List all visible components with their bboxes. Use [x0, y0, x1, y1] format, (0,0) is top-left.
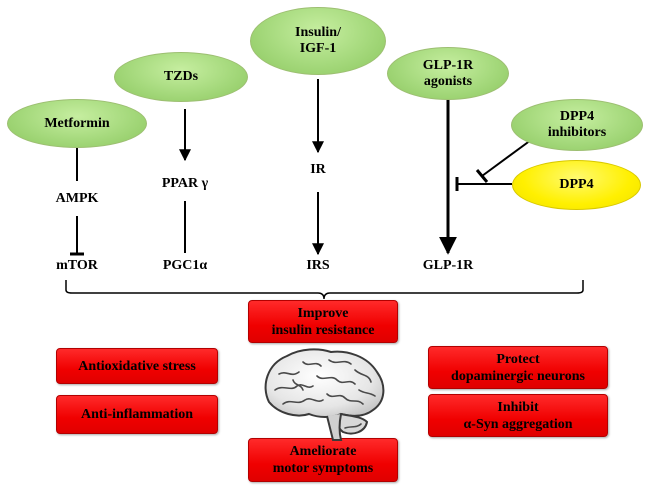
inhibit-syn-label: Inhibit α-Syn aggregation	[463, 399, 573, 432]
protect-neurons-label: Protect dopaminergic neurons	[451, 351, 585, 384]
protect-neurons-box: Protect dopaminergic neurons	[428, 346, 608, 389]
tzds-label: TZDs	[163, 69, 199, 84]
anti-inflammation-label: Anti-inflammation	[81, 407, 193, 422]
irs-label: IRS	[306, 258, 330, 273]
antioxidative-box: Antioxidative stress	[56, 348, 218, 384]
metformin-oval: Metformin	[7, 99, 147, 148]
convergence-bracket	[65, 280, 584, 300]
ameliorate-motor-label: Ameliorate motor symptoms	[272, 444, 374, 476]
ppar-label: PPAR γ	[161, 176, 209, 191]
dpp4-oval: DPP4	[512, 160, 641, 210]
dpp4i-dpp4-inhibit-line	[481, 139, 532, 177]
insulin-oval: Insulin/ IGF-1	[250, 7, 386, 75]
dpp4-label: DPP4	[559, 177, 594, 192]
tzds-oval: TZDs	[114, 52, 248, 102]
insulin-label: Insulin/ IGF-1	[295, 25, 341, 56]
pgc1a-label: PGC1α	[162, 258, 208, 273]
dpp4-inhibitors-label: DPP4 inhibitors	[547, 109, 607, 140]
metformin-label: Metformin	[44, 115, 110, 131]
antioxidative-label: Antioxidative stress	[78, 358, 196, 374]
improve-insulin-label: Improve insulin resistance	[271, 305, 375, 338]
mtor-label: mTOR	[56, 258, 98, 273]
dpp4i-dpp4-inhibit-bar	[475, 169, 489, 183]
glp1r-label: GLP-1R	[422, 258, 474, 273]
anti-inflammation-box: Anti-inflammation	[56, 395, 218, 434]
dpp4-inhibitors-oval: DPP4 inhibitors	[511, 99, 643, 151]
improve-insulin-box: Improve insulin resistance	[248, 300, 398, 343]
ir-label: IR	[310, 162, 326, 177]
glp1r-agonists-oval: GLP-1R agonists	[387, 47, 509, 100]
brain-icon	[264, 348, 385, 441]
ameliorate-motor-box: Ameliorate motor symptoms	[248, 438, 398, 482]
glp1r-agonists-label: GLP-1R agonists	[422, 57, 474, 89]
ampk-label: AMPK	[55, 191, 99, 206]
inhibit-syn-box: Inhibit α-Syn aggregation	[428, 394, 608, 437]
